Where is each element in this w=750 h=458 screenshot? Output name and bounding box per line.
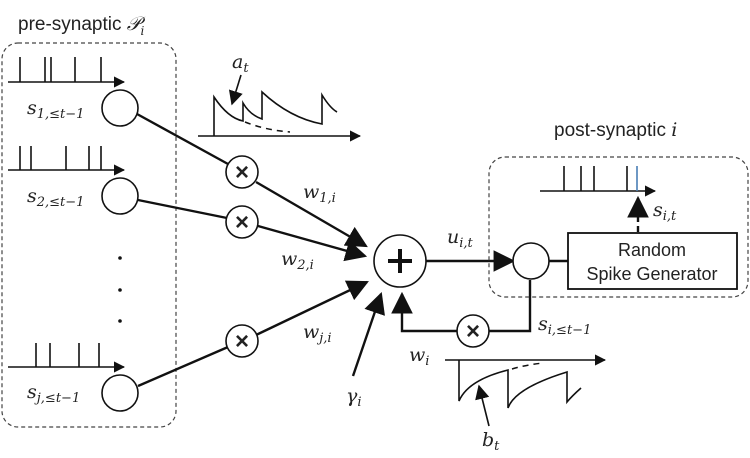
trace-b-pointer	[475, 384, 490, 427]
generator-label-line2: Spike Generator	[586, 264, 717, 284]
trace-a-graph: at	[198, 51, 362, 142]
feedback-line-b	[391, 291, 457, 333]
synapse-line-ja	[137, 345, 229, 388]
spike-train-2	[8, 146, 126, 176]
postsynaptic-title: post-synaptic i	[554, 119, 677, 141]
spike-label-1: s1,≤t−1	[27, 97, 84, 122]
feedback-multiplier: ×	[456, 314, 490, 348]
spike-train-1	[8, 57, 126, 88]
synapse-line-jb	[255, 280, 369, 337]
presynaptic-neuron-j	[101, 374, 139, 412]
postsynaptic-group: post-synaptic i si,t Random Spike Genera…	[488, 119, 749, 298]
synapse-line-1a	[136, 112, 229, 166]
bias-arrow	[351, 291, 385, 377]
sum-node	[373, 234, 427, 288]
trace-b-graph: bt	[445, 354, 607, 454]
spike-history-label: si,≤t−1	[538, 313, 591, 338]
multiplier-j: ×	[225, 324, 259, 358]
synapse-line-2a	[137, 198, 228, 220]
presynaptic-box	[1, 42, 177, 428]
trace-b-decay-dashed	[511, 362, 544, 370]
synapse-line-1b	[255, 180, 368, 248]
generator-label-line1: Random	[618, 240, 686, 260]
spike-label-j: sj,≤t−1	[27, 381, 80, 406]
spike-label-2: s2,≤t−1	[27, 185, 84, 210]
trace-b-curve	[458, 360, 582, 409]
feedback-weight-label: wi	[409, 344, 429, 369]
weight-label-2: w2,i	[281, 248, 314, 273]
postsynaptic-box	[488, 156, 749, 298]
trace-b-label: bt	[482, 429, 500, 454]
multiplier-1: ×	[225, 155, 259, 189]
bias-label: γi	[346, 385, 362, 410]
random-spike-generator	[567, 232, 738, 290]
multiply-icon: ×	[466, 318, 480, 345]
multiply-icon: ×	[235, 328, 249, 355]
ellipsis-dot	[118, 288, 122, 292]
spike-train-j	[8, 343, 126, 373]
multiply-icon: ×	[235, 159, 249, 186]
multiply-icon: ×	[235, 209, 249, 236]
feedback-line-a	[489, 280, 532, 333]
synapse-line-2b	[257, 224, 368, 262]
trace-a-decay-dashed	[244, 121, 291, 133]
trace-a-curve	[213, 90, 338, 136]
output-spike-train	[540, 166, 657, 197]
weight-label-j: wj,i	[303, 321, 332, 346]
postsynaptic-neuron	[512, 242, 550, 280]
multiplier-2: ×	[225, 205, 259, 239]
membrane-label: ui,t	[447, 226, 474, 251]
weight-label-1: w1,i	[303, 181, 336, 206]
ellipsis-dot	[118, 319, 122, 323]
presynaptic-neuron-2	[101, 177, 139, 215]
trace-a-label: at	[232, 51, 249, 76]
presynaptic-group: pre-synaptic 𝒫i s1,≤t−1 s2,≤t−1	[1, 13, 177, 428]
trace-a-pointer	[228, 74, 243, 106]
presynaptic-title: pre-synaptic 𝒫i	[18, 13, 146, 38]
presynaptic-neuron-1	[101, 89, 139, 127]
ellipsis-dot	[118, 256, 122, 260]
output-spike-label: si,t	[653, 199, 677, 224]
